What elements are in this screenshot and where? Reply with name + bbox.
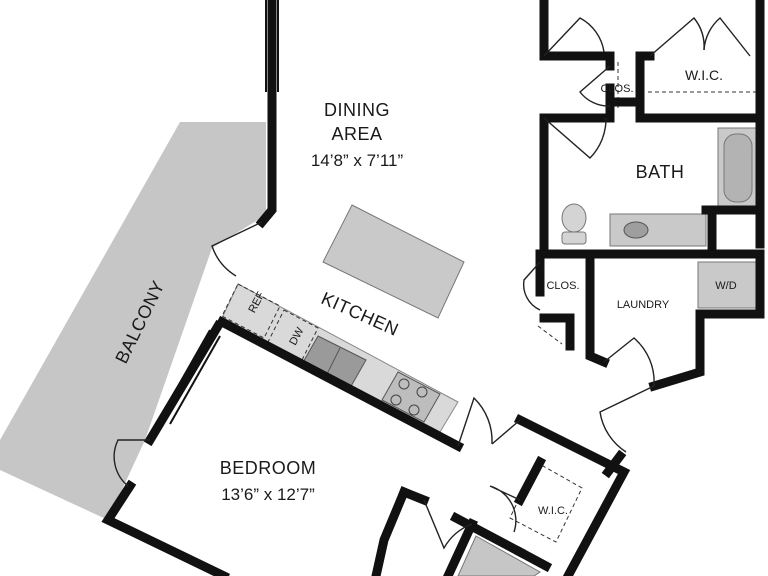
door-swings [113,16,751,550]
dining-dimensions: 14’8” x 7’11” [311,151,404,170]
wic-top-label: W.I.C. [685,67,723,83]
wic-bottom-label: W.I.C. [538,505,568,517]
walls [101,0,765,576]
bath-label: BATH [636,162,685,182]
washer-dryer [697,261,757,309]
bedroom-dimensions: 13’6” x 12’7” [221,485,315,504]
toilet [561,203,587,233]
closet-lower-label: CLOS. [546,280,579,292]
closet-bottom-shade [457,535,541,576]
dining-label-line2: AREA [331,124,382,144]
washer-dryer-label: W/D [715,280,736,292]
refrigerator [221,283,281,339]
laundry-label: LAUNDRY [617,299,670,311]
kitchen-stove [381,371,441,423]
closet-upper-label: CLOS. [600,83,633,95]
bedroom-label: BEDROOM [220,458,317,478]
windows [159,0,279,425]
kitchen-island [322,204,465,319]
dining-label-line1: DINING [324,100,390,120]
balcony-area [0,122,266,520]
kitchen-label: KITCHEN [318,288,402,340]
